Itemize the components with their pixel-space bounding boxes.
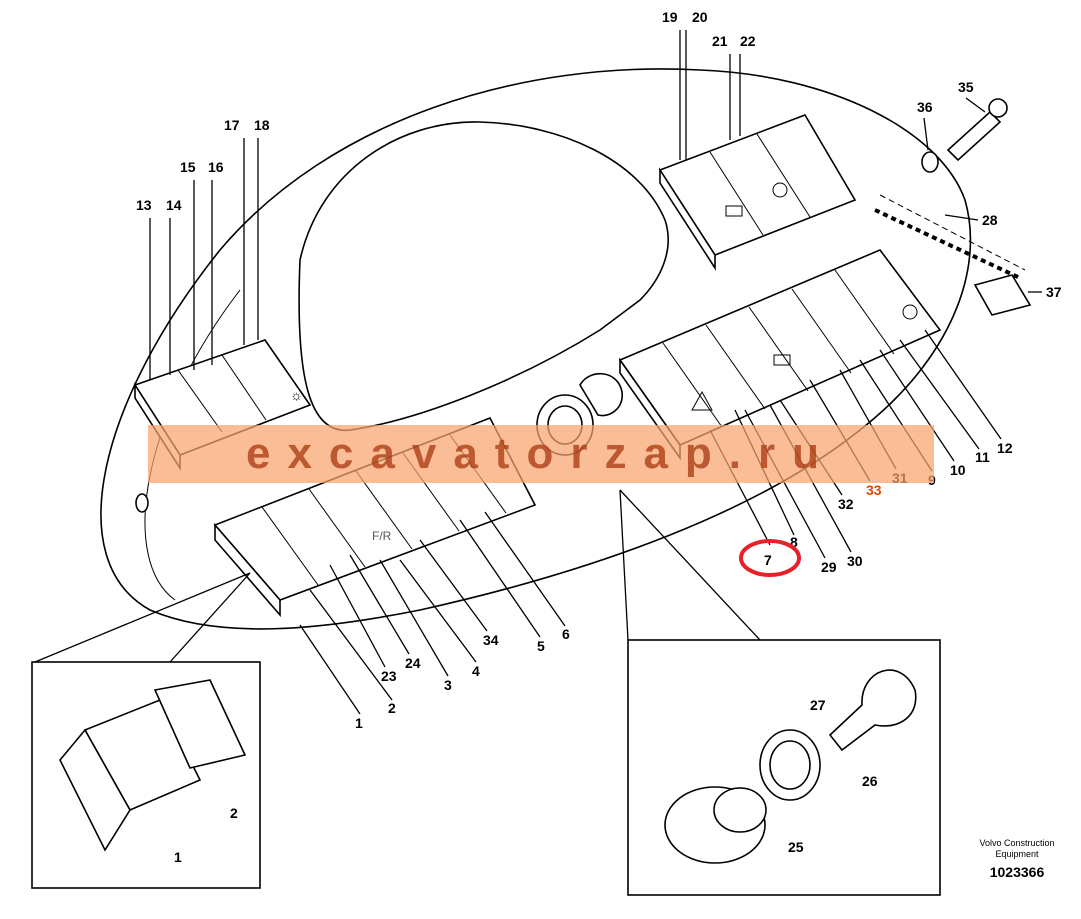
screw <box>946 110 1002 162</box>
parking-brake-icon <box>902 304 918 320</box>
callout-16: 16 <box>208 159 224 175</box>
callout-17: 17 <box>224 117 240 133</box>
inset-right-callout-26: 26 <box>862 773 878 789</box>
callout-15: 15 <box>180 159 196 175</box>
callout-13: 13 <box>136 197 152 213</box>
callout-6: 6 <box>562 626 570 642</box>
callout-22: 22 <box>740 33 756 49</box>
callout-24: 24 <box>405 655 421 671</box>
callout-4: 4 <box>472 663 480 679</box>
callout-12: 12 <box>997 440 1013 456</box>
watermark-text: excavatorzap.ru <box>245 429 837 478</box>
callout-labels: 1234567891011121314151617181920212223242… <box>136 9 1062 865</box>
leader-line-10 <box>879 349 955 462</box>
leader-line-35 <box>965 97 986 113</box>
callout-34: 34 <box>483 632 499 648</box>
inset-left-callout-2: 2 <box>230 805 238 821</box>
inset-left-callout-1: 1 <box>174 849 182 865</box>
callout-3: 3 <box>444 677 452 693</box>
callout-35: 35 <box>958 79 974 95</box>
callout-36: 36 <box>917 99 933 115</box>
callout-21: 21 <box>712 33 728 49</box>
fr-switch-label: F/R <box>372 529 392 543</box>
callout-7: 7 <box>764 552 772 568</box>
callout-33: 33 <box>866 482 882 498</box>
callout-29: 29 <box>821 559 837 575</box>
callout-37: 37 <box>1046 284 1062 300</box>
inset-right-callout-25: 25 <box>788 839 804 855</box>
callout-30: 30 <box>847 553 863 569</box>
work-light-icon: ☼ <box>290 387 303 403</box>
leader-line-36 <box>923 117 929 151</box>
callout-14: 14 <box>166 197 182 213</box>
callout-11: 11 <box>975 449 990 465</box>
footer-block: Volvo Construction Equipment 1023366 <box>962 838 1072 880</box>
callout-10: 10 <box>950 462 966 478</box>
callout-20: 20 <box>692 9 708 25</box>
callout-8: 8 <box>790 534 798 550</box>
callout-1: 1 <box>355 715 363 731</box>
callout-23: 23 <box>381 668 397 684</box>
clip <box>973 274 1032 316</box>
screw-and-washer <box>874 98 1032 316</box>
leader-line-6 <box>484 511 566 627</box>
leader-line-4 <box>399 559 477 663</box>
leader-line-23 <box>329 564 386 668</box>
leader-line-2 <box>309 589 393 701</box>
callout-2: 2 <box>388 700 396 716</box>
washer <box>921 151 939 173</box>
leader-line-12 <box>924 329 1002 440</box>
drawing-number: 1023366 <box>989 864 1045 880</box>
wiper-icon <box>725 205 743 217</box>
inset-right-callout-27: 27 <box>810 697 826 713</box>
leader-line-3 <box>379 559 449 677</box>
battery-icon <box>773 354 791 366</box>
leader-line-34 <box>419 539 488 632</box>
brand-name: Volvo Construction Equipment <box>979 838 1055 859</box>
callout-5: 5 <box>537 638 545 654</box>
headlight-icon <box>772 182 788 198</box>
callout-32: 32 <box>838 496 854 512</box>
watermark-banner: excavatorzap.ru <box>148 425 934 483</box>
hazard-warning-icon <box>691 390 713 411</box>
leader-line-28 <box>944 214 979 221</box>
leader-line-24 <box>349 554 410 655</box>
ignition-key <box>828 669 917 752</box>
leader-line-5 <box>459 519 541 638</box>
callout-18: 18 <box>254 117 270 133</box>
callout-19: 19 <box>662 9 678 25</box>
top-right-switch-group <box>658 114 857 271</box>
leader-line-1 <box>299 624 361 715</box>
leader-line-11 <box>899 339 980 450</box>
callout-28: 28 <box>982 212 998 228</box>
highlight-ring <box>739 539 801 577</box>
